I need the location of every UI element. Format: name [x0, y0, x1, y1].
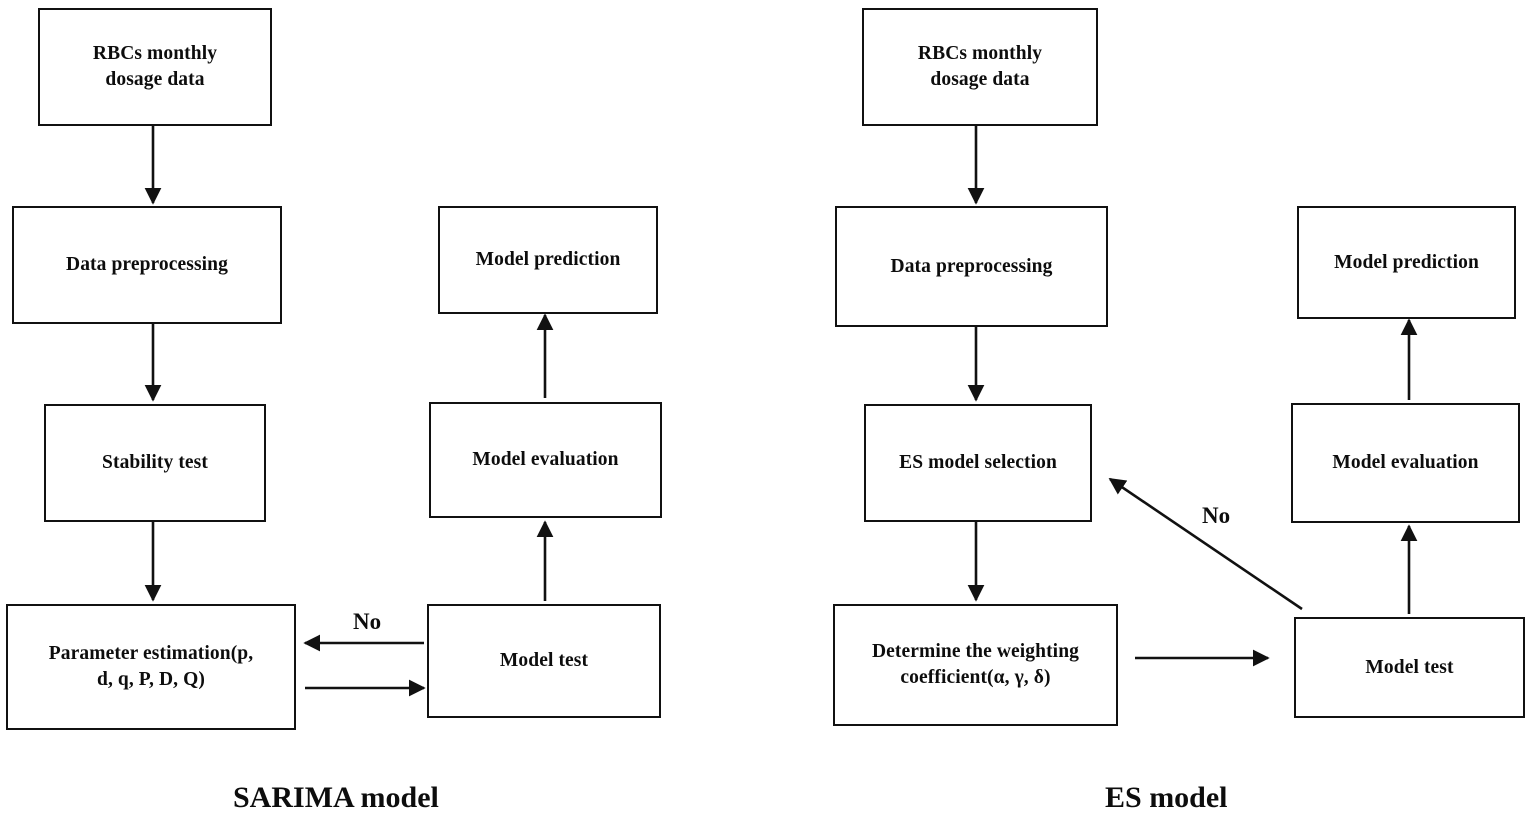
- panel-title-es: ES model: [1105, 781, 1228, 814]
- panel-title-sarima: SARIMA model: [233, 781, 439, 814]
- edge-label-no-right: No: [1202, 503, 1231, 528]
- node-model-test-es[interactable]: Model test: [1294, 617, 1525, 718]
- node-model-evaluation[interactable]: Model evaluation: [429, 402, 662, 518]
- node-label: Model test: [499, 650, 589, 672]
- node-label: Data preprocessing: [890, 255, 1053, 277]
- node-label: RBCs monthly dosage data: [92, 43, 218, 90]
- node-model-evaluation-es[interactable]: Model evaluation: [1291, 403, 1520, 523]
- node-data-preprocessing[interactable]: Data preprocessing: [12, 206, 282, 324]
- node-rbcs-monthly-dosage-data[interactable]: RBCs monthly dosage data: [38, 8, 272, 126]
- node-label: Stability test: [102, 452, 208, 474]
- node-data-preprocessing-es[interactable]: Data preprocessing: [835, 206, 1108, 327]
- node-es-model-selection[interactable]: ES model selection: [864, 404, 1092, 522]
- node-label: Model test: [1365, 656, 1454, 678]
- node-label: ES model selection: [899, 452, 1057, 474]
- node-model-prediction[interactable]: Model prediction: [438, 206, 658, 314]
- node-label: Model evaluation: [472, 449, 619, 471]
- node-label: RBCs monthly dosage data: [917, 43, 1043, 90]
- arrow-test-to-selection-no-es: [1108, 477, 1303, 611]
- node-label: Data preprocessing: [66, 254, 228, 276]
- edge-label-no-left: No: [353, 609, 382, 634]
- node-rbcs-monthly-dosage-data-es[interactable]: RBCs monthly dosage data: [862, 8, 1098, 126]
- node-model-test[interactable]: Model test: [427, 604, 661, 718]
- node-determine-weighting-coefficient[interactable]: Determine the weighting coefficient(α, γ…: [833, 604, 1118, 726]
- node-model-prediction-es[interactable]: Model prediction: [1297, 206, 1516, 319]
- node-label: Determine the weighting coefficient(α, γ…: [871, 641, 1079, 688]
- node-label: Model prediction: [1334, 251, 1479, 273]
- node-parameter-estimation[interactable]: Parameter estimation(p, d, q, P, D, Q): [6, 604, 296, 730]
- node-label: Parameter estimation(p, d, q, P, D, Q): [48, 643, 254, 690]
- node-label: Model evaluation: [1332, 452, 1479, 474]
- node-stability-test[interactable]: Stability test: [44, 404, 266, 522]
- node-label: Model prediction: [475, 249, 621, 271]
